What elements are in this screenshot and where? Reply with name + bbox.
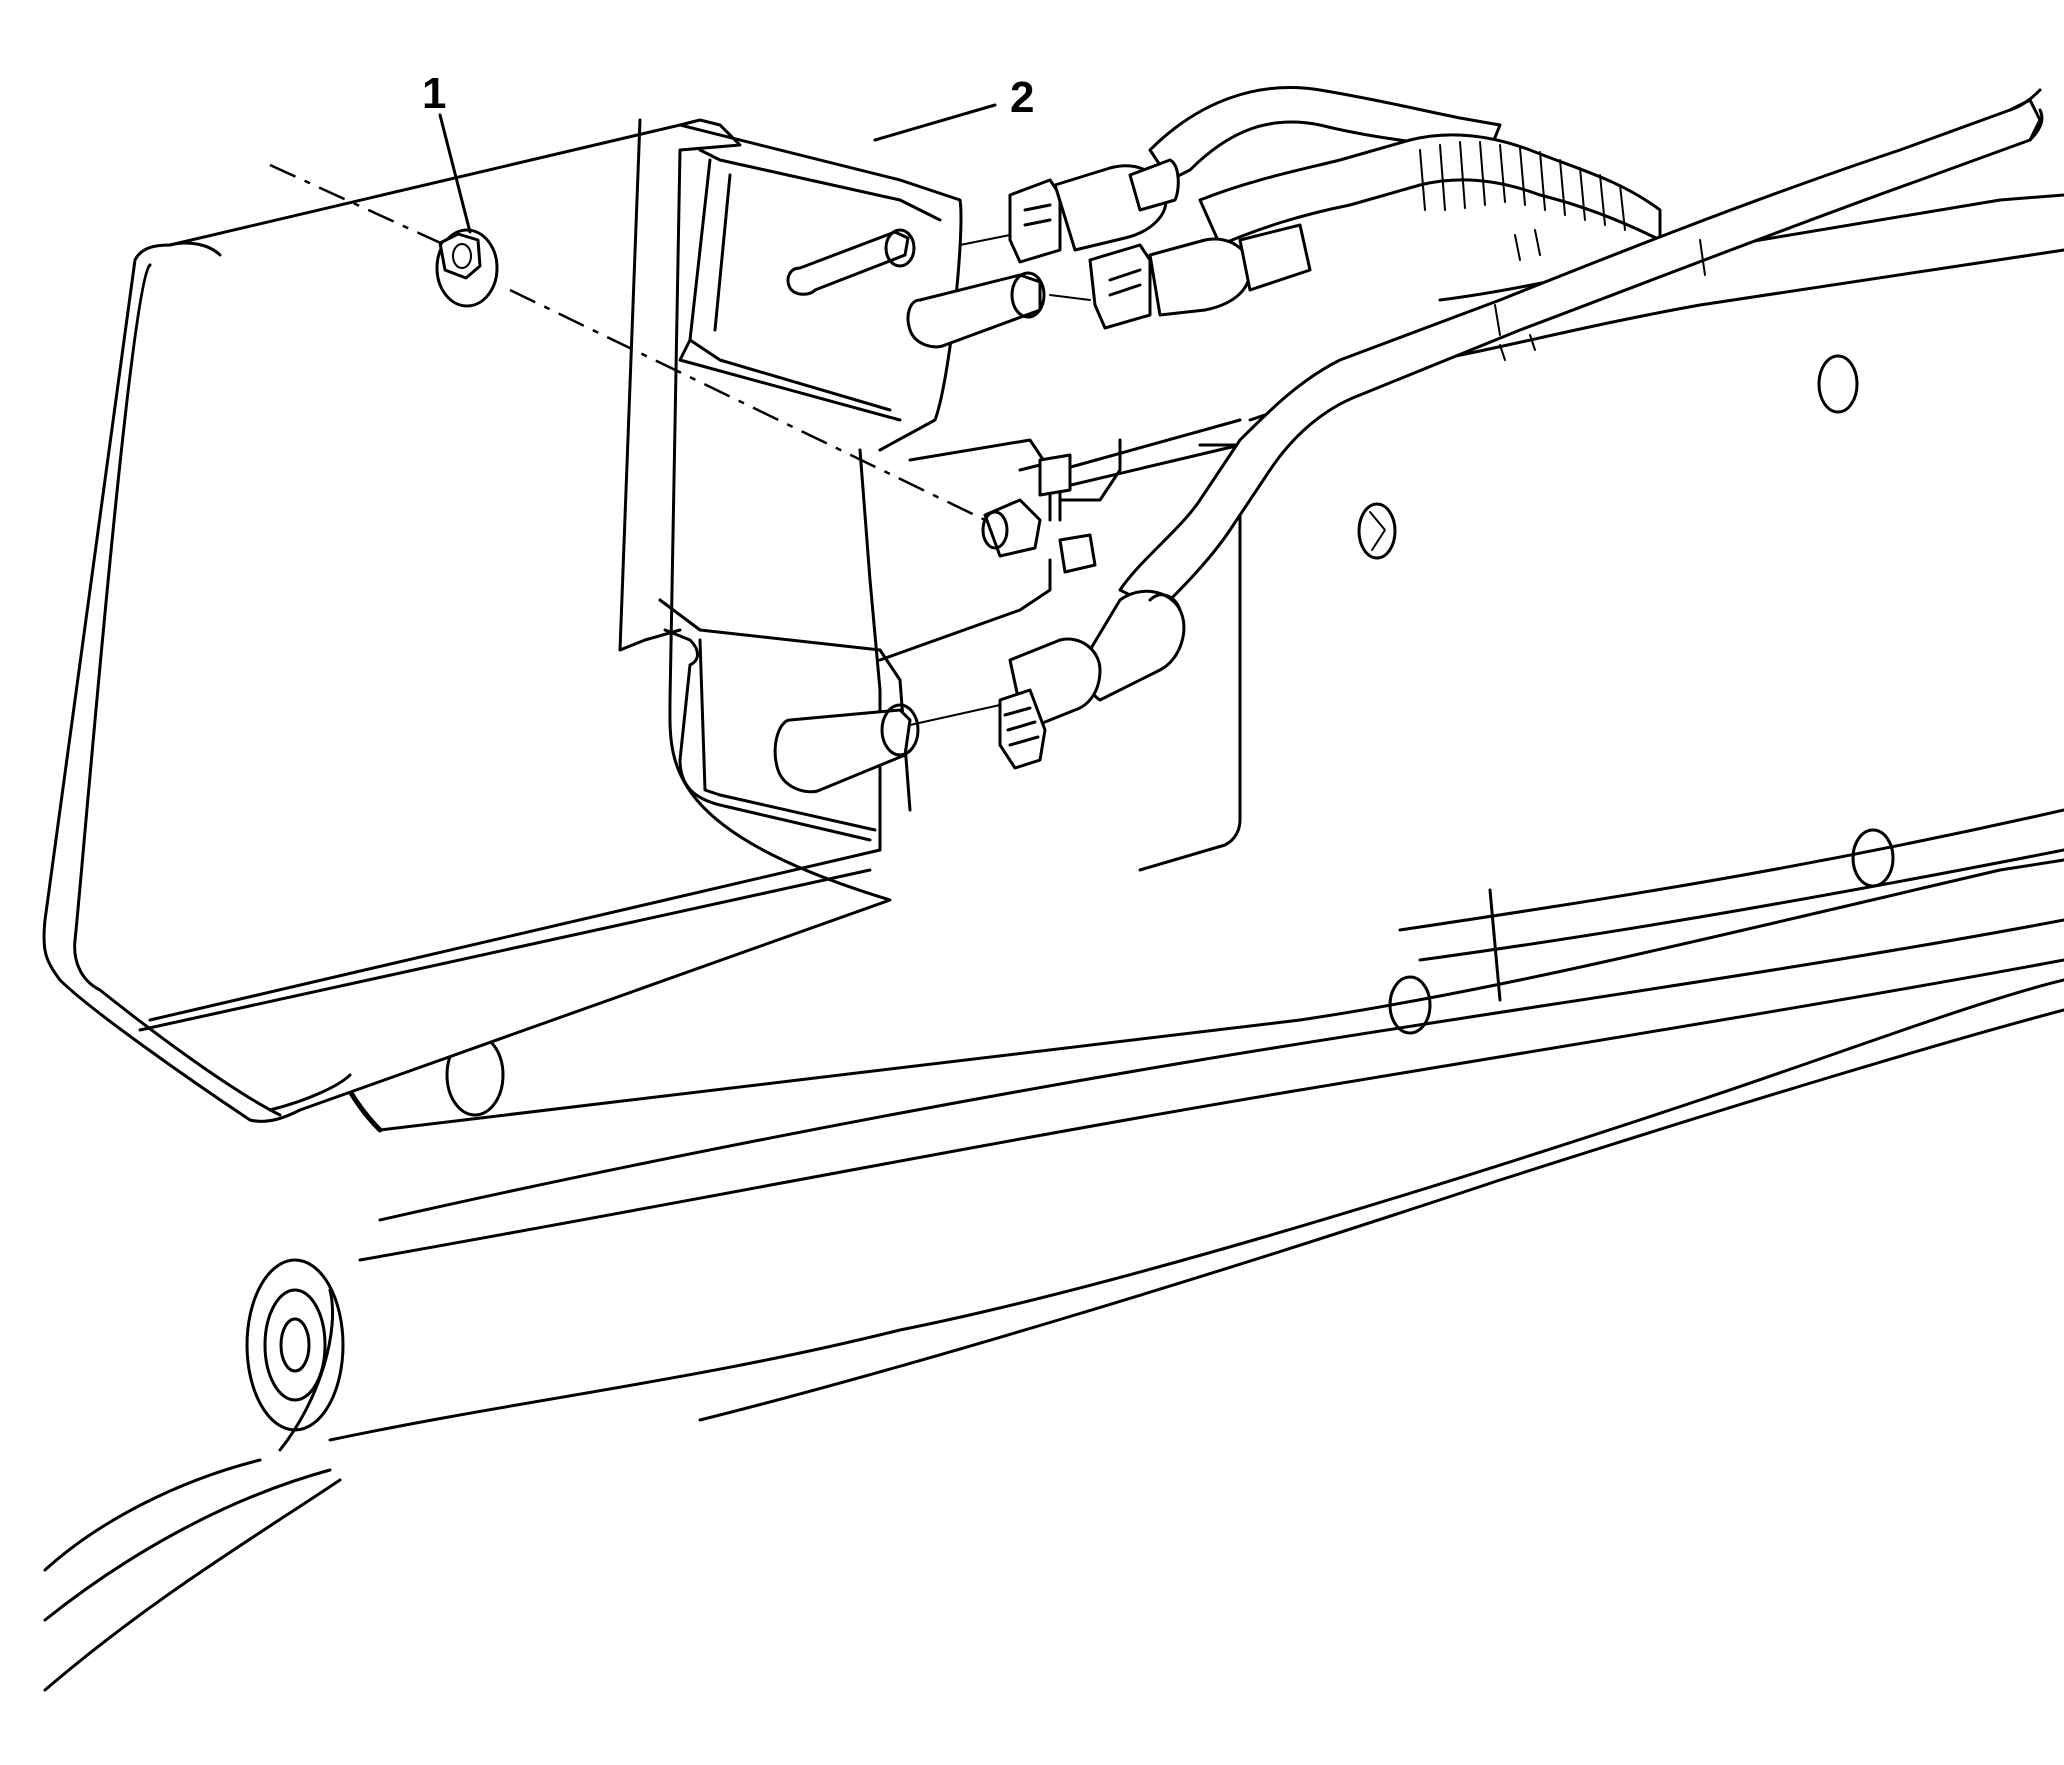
leader-lines (909, 234, 1091, 726)
callout-2-label: 2 (1010, 73, 1034, 122)
alignment-dash-line (269, 163, 986, 522)
mounting-nut (435, 228, 499, 308)
callout-1: 1 (422, 69, 472, 234)
frame-rail (43, 193, 2064, 1692)
canister-ports (773, 228, 1097, 794)
corrugated-sleeve-marks (1419, 141, 1626, 231)
evap-canister (42, 118, 1122, 1123)
vapor-hoses (998, 86, 2044, 770)
callout-1-label: 1 (422, 69, 446, 118)
callout-2: 2 (873, 73, 1034, 142)
